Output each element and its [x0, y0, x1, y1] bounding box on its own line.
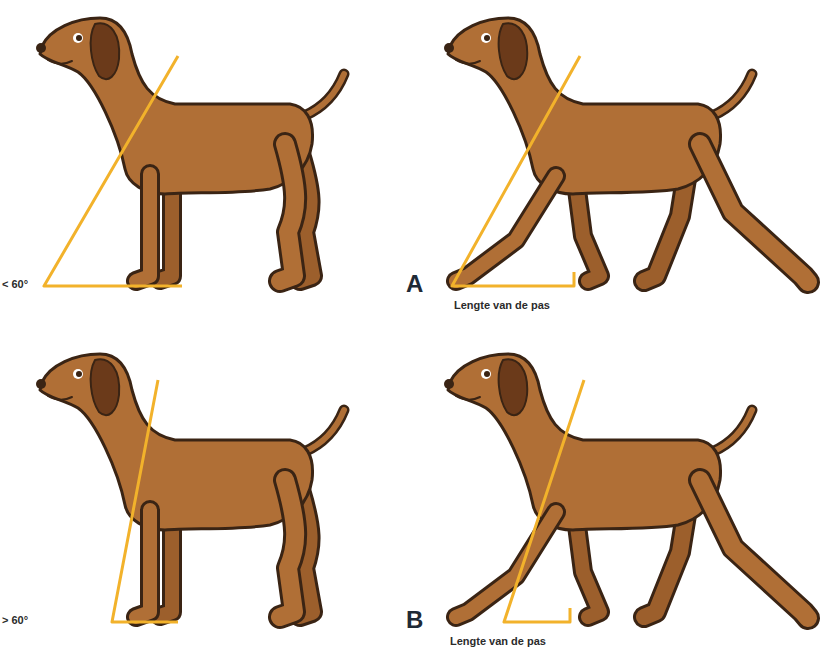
panel-letter: A — [406, 270, 423, 298]
angle-label: > 60° — [2, 614, 28, 626]
step-length-label: Lengte van de pas — [450, 635, 546, 647]
panel-letter: B — [406, 606, 423, 634]
step-length-label: Lengte van de pas — [454, 299, 550, 311]
angle-label: < 60° — [2, 278, 28, 290]
